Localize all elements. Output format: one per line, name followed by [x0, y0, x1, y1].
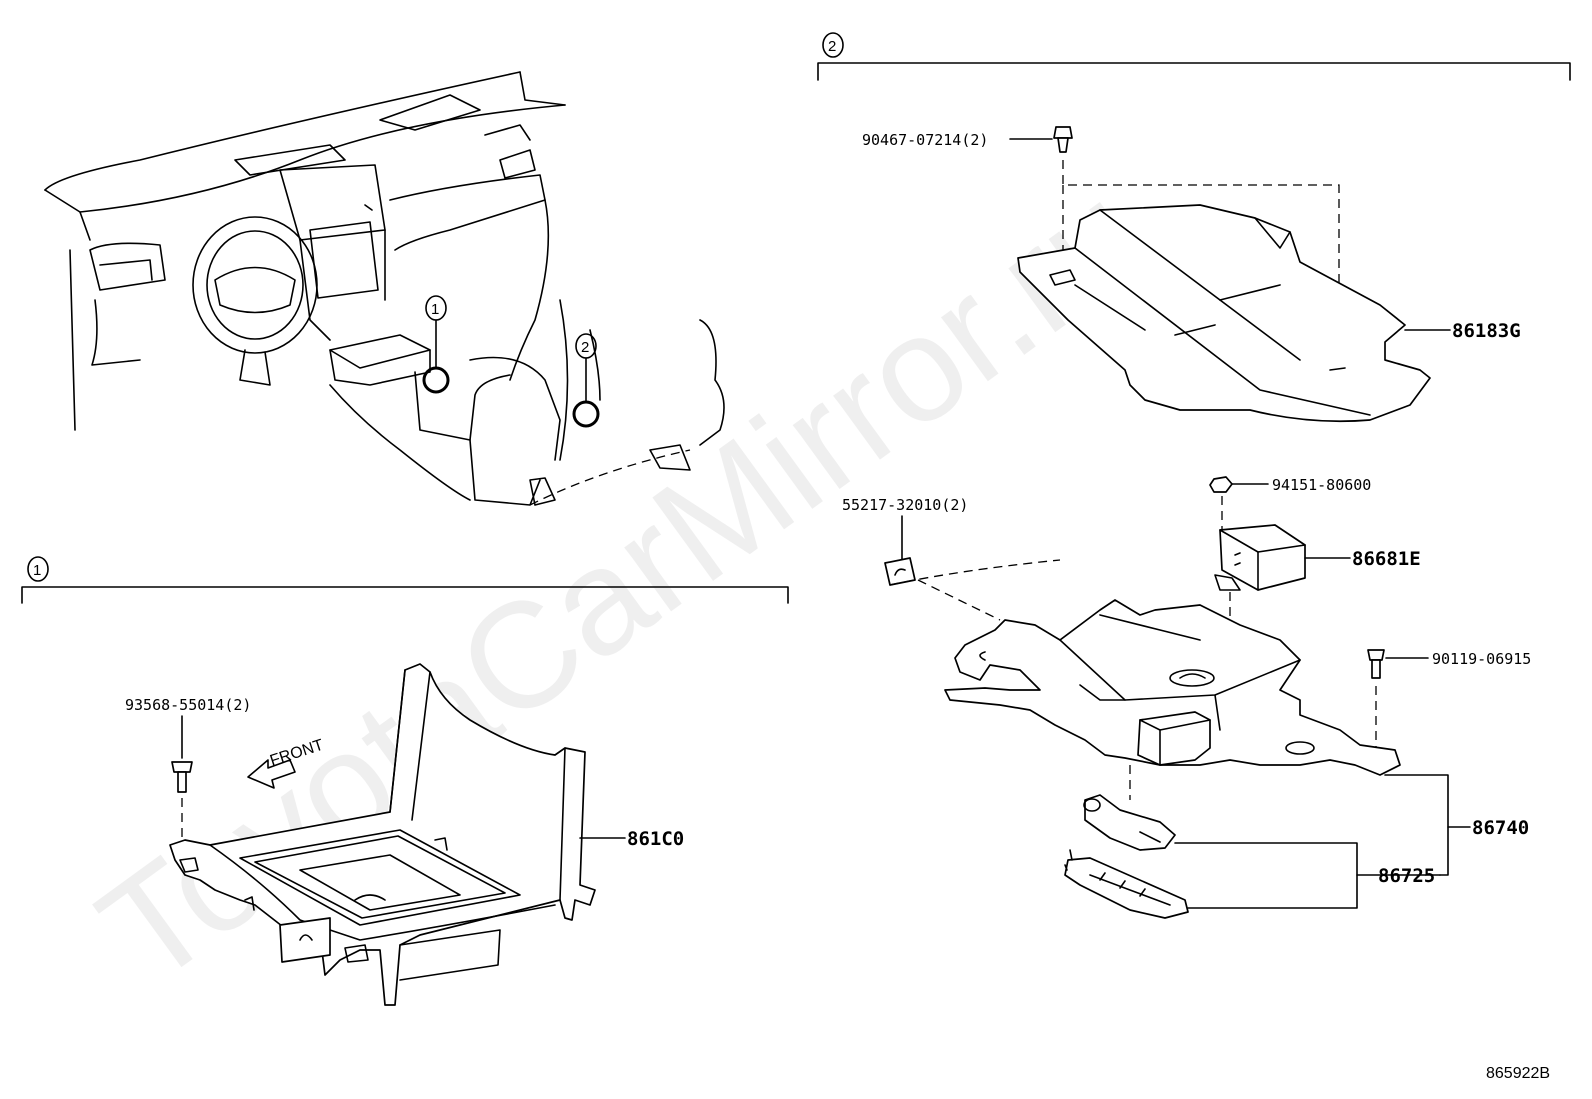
section-2-header: 2: [817, 32, 1571, 81]
part-label-86681E: 86681E: [1352, 548, 1421, 570]
overview-callout-1-label: 1: [431, 301, 439, 318]
part-label-55217-32010: 55217-32010(2): [842, 496, 968, 514]
dashboard-overview-illustration: [44, 71, 725, 506]
section-1-header: 1: [21, 556, 789, 604]
overview-callout-1: 1: [422, 295, 450, 394]
part-label-93568-55014: 93568-55014(2): [125, 696, 251, 714]
connector-86725-b: [1064, 849, 1189, 919]
overview-callout-2: 2: [572, 333, 600, 428]
cover-86183G: [1017, 204, 1431, 423]
section-2-number: 2: [828, 38, 836, 55]
diagram-reference-code: 865922B: [1486, 1065, 1550, 1082]
part-label-86725: 86725: [1378, 865, 1435, 887]
clip-55217-icon: [884, 557, 916, 586]
module-86681E: [1214, 524, 1306, 591]
bolt-90119-icon: [1367, 649, 1385, 679]
part-label-86740: 86740: [1472, 817, 1529, 839]
part-label-861C0: 861C0: [627, 828, 684, 850]
connector-86725-a: [1083, 794, 1176, 851]
screw-93568-icon: [171, 761, 193, 793]
console-box-861C0: [169, 663, 596, 1006]
clip-90467-icon: [1053, 126, 1073, 153]
nut-94151-icon: [1209, 476, 1233, 493]
part-label-90119-06915: 90119-06915: [1432, 650, 1531, 668]
part-label-90467-07214: 90467-07214(2): [862, 131, 988, 149]
bracket-86740: [944, 599, 1401, 776]
section-1-number: 1: [33, 562, 41, 579]
part-label-86183G: 86183G: [1452, 320, 1521, 342]
part-label-94151-80600: 94151-80600: [1272, 476, 1371, 494]
overview-callout-2-label: 2: [581, 339, 589, 356]
